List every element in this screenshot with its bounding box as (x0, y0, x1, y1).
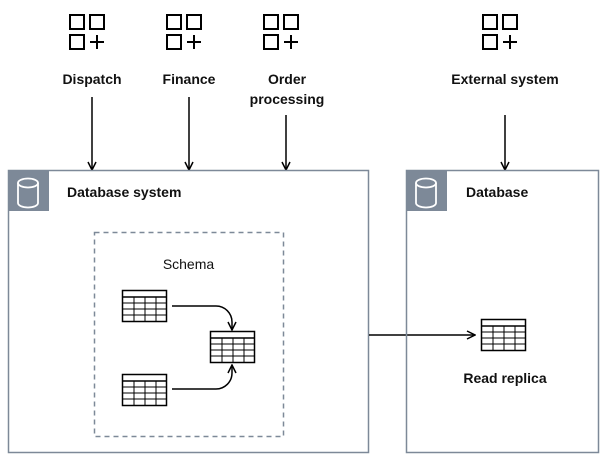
database-box (405, 169, 600, 454)
app-grid-icon (263, 14, 299, 50)
table-icon (209, 330, 256, 364)
external-system-label: External system (451, 71, 559, 87)
app-grid-icon (482, 14, 518, 50)
finance-label: Finance (162, 71, 216, 87)
table-icon (121, 289, 168, 323)
database-system-box (7, 169, 370, 454)
database-system-header-tile (8, 170, 49, 211)
schema-label: Schema (162, 256, 215, 272)
read-replica-label: Read replica (463, 370, 547, 386)
table-connector (172, 365, 232, 390)
app-grid-icon (69, 14, 105, 50)
table-connector (172, 305, 232, 330)
app-grid-icon (166, 14, 202, 50)
schema-box (93, 231, 285, 438)
database-title: Database (466, 184, 529, 200)
table-icon (480, 318, 527, 352)
table-icon (121, 373, 168, 407)
database-system-title: Database system (67, 184, 182, 200)
order-processing-label: Order processing (249, 71, 325, 107)
database-header-tile (406, 170, 447, 211)
dispatch-label: Dispatch (62, 71, 122, 87)
